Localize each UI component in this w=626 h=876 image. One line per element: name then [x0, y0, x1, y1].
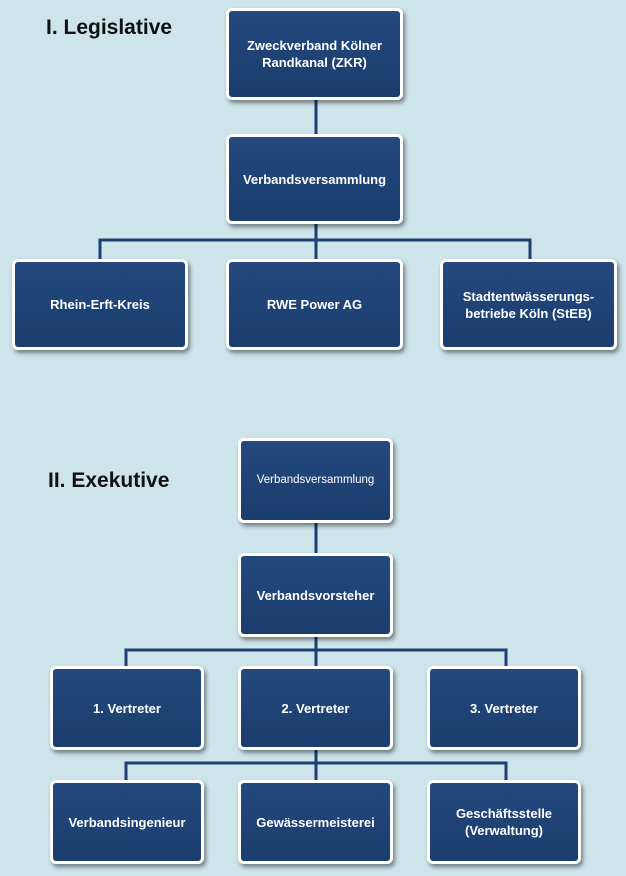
org-box-deputy-3: 3. Vertreter: [427, 666, 581, 750]
connector-assembly-members: [98, 221, 532, 262]
org-box-gewaessermeisterei: Gewässermeisterei: [238, 780, 393, 864]
executive-heading: II. Exekutive: [48, 469, 170, 492]
org-box-zkr: Zweckverband Kölner Randkanal (ZKR): [226, 8, 403, 100]
connector-deputy-departments: [124, 747, 508, 783]
org-box-chair: Verbandsvorsteher: [238, 553, 393, 637]
org-box-steb: Stadtentwässerungs- betriebe Köln (StEB): [440, 259, 617, 350]
org-box-geschaeftsstelle: Geschäftsstelle (Verwaltung): [427, 780, 581, 864]
org-box-rwe-power: RWE Power AG: [226, 259, 403, 350]
org-box-executive-assembly: Verbandsversammlung: [238, 438, 393, 523]
org-box-verbandsingenieur: Verbandsingenieur: [50, 780, 204, 864]
org-box-legislative-assembly: Verbandsversammlung: [226, 134, 403, 224]
connector-chair-deputies: [124, 634, 508, 669]
legislative-heading: I. Legislative: [46, 16, 173, 39]
org-box-rhein-erft-kreis: Rhein-Erft-Kreis: [12, 259, 188, 350]
org-box-deputy-2: 2. Vertreter: [238, 666, 393, 750]
org-box-deputy-1: 1. Vertreter: [50, 666, 204, 750]
